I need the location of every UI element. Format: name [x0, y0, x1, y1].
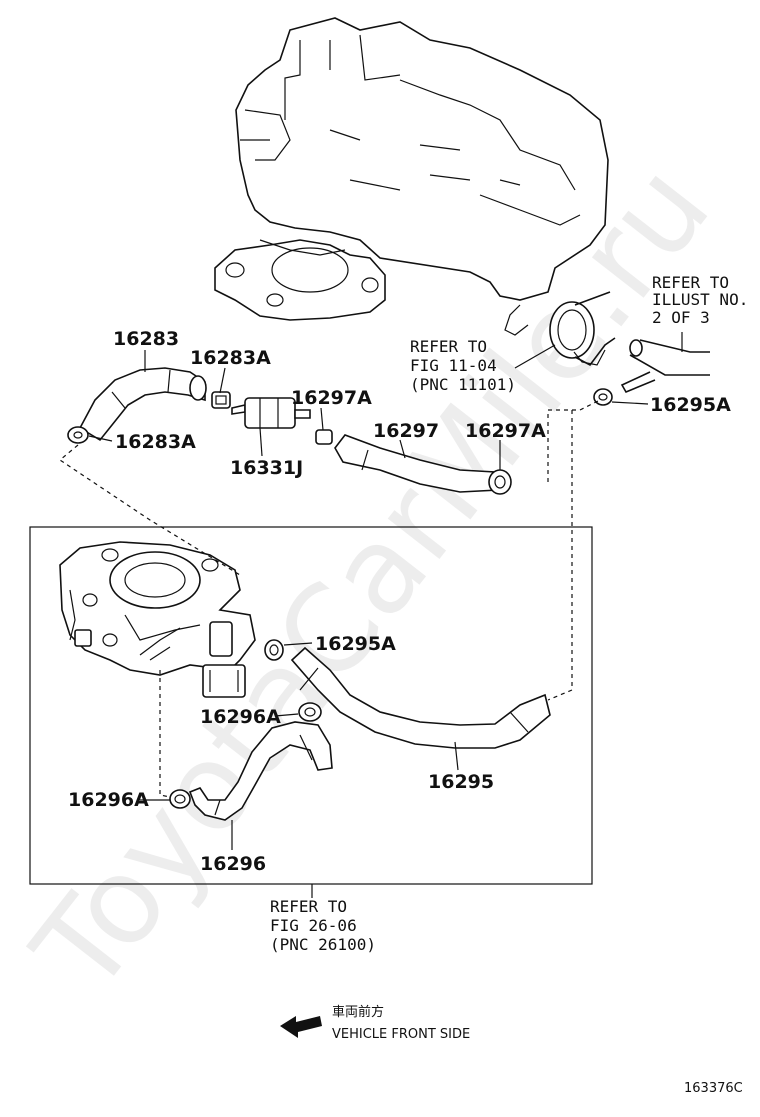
- refer-pipe-fig-11-04: [549, 291, 616, 367]
- clamp-16295A-mid: [264, 639, 284, 661]
- ref-fig-11-04-line2: FIG 11-04: [410, 356, 497, 375]
- ref-illust-line2: ILLUST NO.: [652, 290, 748, 309]
- ref-fig-11-04: REFER TO FIG 11-04 (PNC 11101): [410, 337, 516, 394]
- label-16297A-right: 16297A: [465, 420, 546, 442]
- clamp-16283A-left: [67, 426, 89, 444]
- clamp-16297A-left: [315, 429, 333, 445]
- ref-illust-2-of-3: REFER TO ILLUST NO. 2 OF 3: [652, 273, 748, 327]
- vehicle-front-indicator: 車両前方 VEHICLE FRONT SIDE: [280, 1004, 470, 1042]
- label-16296: 16296: [200, 853, 266, 875]
- label-16296A-lower: 16296A: [68, 789, 149, 811]
- label-16295: 16295: [428, 771, 494, 793]
- refer-hose-illust-2-of-3: [620, 339, 710, 394]
- watermark: ToyotaCarMile.ru: [8, 140, 737, 1019]
- ref-fig-11-04-line3: (PNC 11101): [410, 375, 516, 394]
- label-16283A-left: 16283A: [115, 431, 196, 453]
- direction-english: VEHICLE FRONT SIDE: [332, 1027, 470, 1042]
- ref-illust-line3: 2 OF 3: [652, 308, 710, 327]
- route-line-16295: [547, 410, 573, 701]
- ref-fig-26-06-line1: REFER TO: [270, 897, 347, 916]
- label-16283A-top: 16283A: [190, 347, 271, 369]
- label-16283: 16283: [113, 328, 179, 350]
- direction-japanese: 車両前方: [332, 1004, 384, 1020]
- leader-lines: [88, 332, 683, 898]
- clamp-16295A-top: [593, 388, 613, 406]
- label-16331J: 16331J: [230, 457, 303, 479]
- label-16297A-left: 16297A: [291, 387, 372, 409]
- hose-16283: [78, 367, 207, 442]
- label-16295A-top: 16295A: [650, 394, 731, 416]
- clamp-16296A-upper: [298, 702, 322, 722]
- intake-manifold: [214, 17, 609, 336]
- ref-illust-line1: REFER TO: [652, 273, 729, 292]
- diagram-id: 163376C: [684, 1081, 743, 1096]
- label-16296A-upper: 16296A: [200, 706, 281, 728]
- hose-16296: [188, 721, 333, 821]
- clamp-16296A-lower: [169, 789, 191, 809]
- throttle-body: [59, 541, 256, 698]
- route-line-16296: [159, 670, 176, 799]
- label-16295A-mid: 16295A: [315, 633, 396, 655]
- route-line-right: [547, 399, 601, 482]
- ref-fig-11-04-line1: REFER TO: [410, 337, 487, 356]
- ref-fig-26-06-line3: (PNC 26100): [270, 935, 376, 954]
- route-line-left: [58, 444, 241, 576]
- vsv-valve-16331J: [231, 397, 311, 429]
- clamp-16283A-top: [211, 391, 231, 409]
- front-arrow-icon: [280, 1016, 322, 1038]
- throttle-body-frame: [29, 526, 593, 885]
- clamp-16297A-right: [488, 469, 512, 495]
- ref-fig-26-06-line2: FIG 26-06: [270, 916, 357, 935]
- hose-16295: [290, 646, 551, 749]
- ref-fig-26-06: REFER TO FIG 26-06 (PNC 26100): [270, 897, 376, 954]
- label-16297: 16297: [373, 420, 439, 442]
